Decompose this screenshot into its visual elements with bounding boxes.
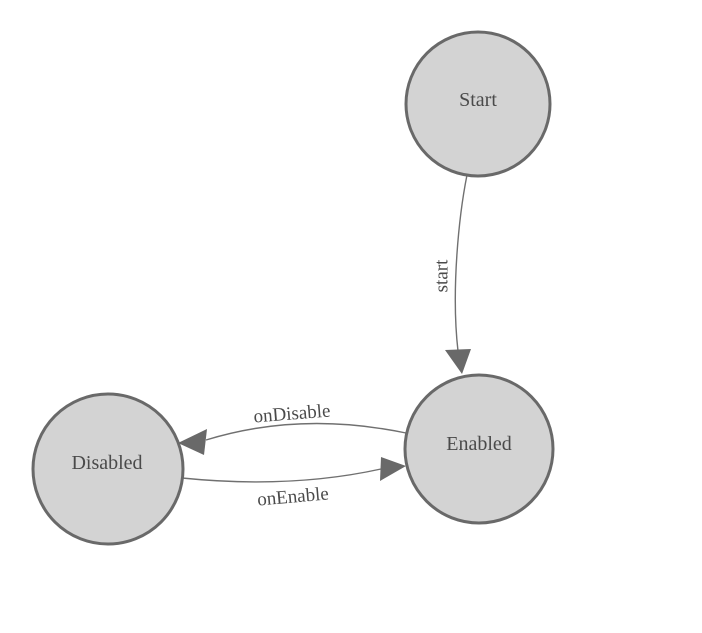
edge-line-start — [454, 174, 468, 352]
edge-start-to-enabled: start — [432, 174, 471, 374]
edge-disabled-to-enabled: onEnable — [181, 457, 406, 511]
arrowhead-into-enabled-left — [380, 457, 406, 481]
state-node-start: Start — [404, 30, 552, 178]
state-circle-start — [404, 30, 552, 178]
edge-label-start: start — [432, 259, 453, 292]
state-node-enabled: Enabled — [403, 373, 555, 525]
state-label-disabled: Disabled — [71, 452, 142, 474]
state-node-disabled: Disabled — [31, 392, 185, 546]
edge-line-ondisable — [205, 422, 407, 441]
state-label-start: Start — [459, 89, 497, 111]
edge-label-onenable: onEnable — [256, 483, 329, 510]
state-circle-disabled — [31, 392, 185, 546]
state-label-enabled: Enabled — [446, 433, 512, 455]
arrowhead-into-disabled-right — [178, 429, 207, 455]
edge-line-onenable — [181, 468, 382, 483]
edge-enabled-to-disabled: onDisable — [178, 401, 407, 455]
arrowhead-into-enabled-top — [445, 349, 471, 374]
state-circle-enabled — [403, 373, 555, 525]
